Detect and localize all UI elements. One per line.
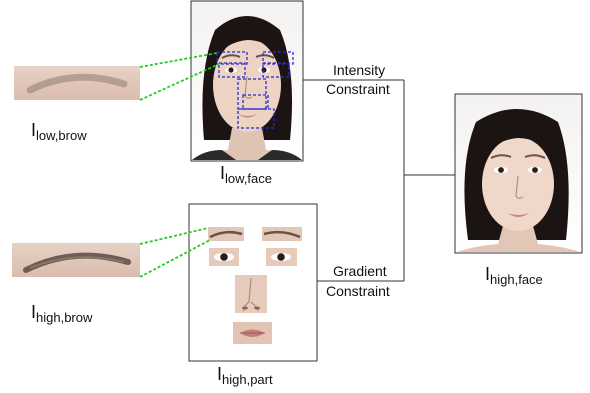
high-brow-patch [12,243,140,277]
gradient-constraint-line1: Gradient [333,263,387,279]
label-low-brow: Ilow,brow [31,120,87,143]
label-high-brow-sub: high,brow [36,310,92,325]
connector-lines [303,80,455,281]
gradient-constraint-line2: Constraint [326,283,390,299]
label-high-part: Ihigh,part [217,364,273,387]
label-high-part-sub: high,part [222,372,273,387]
high-part-image [189,204,317,361]
low-brow-patch [14,66,140,100]
intensity-constraint-line1: Intensity [333,62,385,78]
high-face-image [455,94,582,253]
label-low-face: Ilow,face [220,163,272,186]
label-low-face-sub: low,face [225,171,272,186]
label-high-face: Ihigh,face [485,264,543,287]
low-face-image [191,1,303,161]
label-high-face-sub: high,face [490,272,543,287]
label-high-brow: Ihigh,brow [31,302,92,325]
label-low-brow-sub: low,brow [36,128,87,143]
intensity-constraint-line2: Constraint [326,81,390,97]
